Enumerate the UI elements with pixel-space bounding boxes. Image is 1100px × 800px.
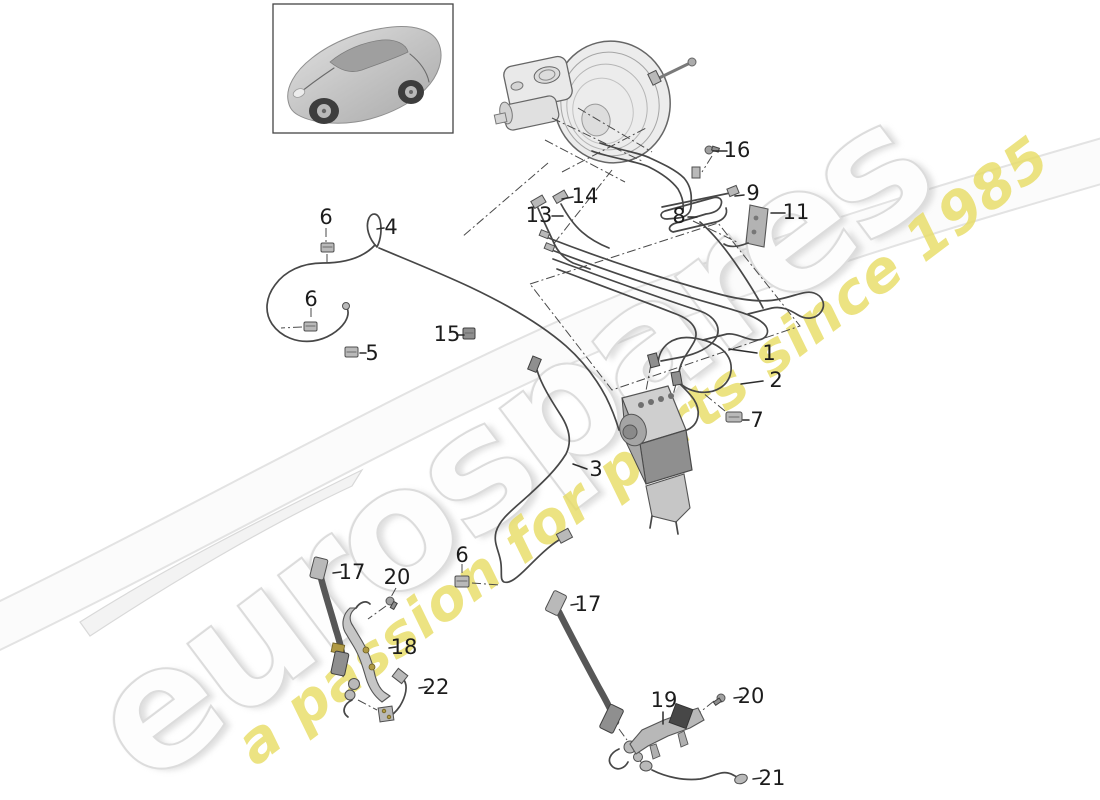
booster-push-rod xyxy=(654,61,691,82)
bracket-18 xyxy=(342,601,391,703)
line-4-long-run xyxy=(378,247,620,431)
callout-13-2[interactable]: 13 xyxy=(525,203,553,227)
clip-6b xyxy=(303,321,318,332)
bundle-line-2 xyxy=(548,248,769,341)
master-cylinder xyxy=(493,95,560,131)
callout-18-17[interactable]: 18 xyxy=(390,635,418,659)
bolt-20-right xyxy=(712,693,726,707)
booster-pipe-b xyxy=(591,150,685,211)
bolt-16 xyxy=(704,145,721,155)
clip-15 xyxy=(462,327,476,340)
callout-21-23[interactable]: 21 xyxy=(758,766,786,790)
callout-3-14[interactable]: 3 xyxy=(589,457,603,481)
pipe-14 xyxy=(560,203,610,249)
callout-1-11[interactable]: 1 xyxy=(762,341,776,365)
callout-20-22[interactable]: 20 xyxy=(737,684,765,708)
part-22-bracket xyxy=(377,667,409,723)
bracket-rubber-block xyxy=(668,702,694,730)
line-3 xyxy=(494,369,571,584)
front-right-hose-assembly xyxy=(545,590,643,770)
callout-5-9[interactable]: 5 xyxy=(365,341,379,365)
swoosh-crescent xyxy=(79,468,364,637)
bracket-11 xyxy=(723,204,769,248)
bundle-line-3 xyxy=(552,258,719,362)
bracket-19 xyxy=(629,702,705,760)
callout-16-0[interactable]: 16 xyxy=(723,138,751,162)
callout-11-5[interactable]: 11 xyxy=(782,200,810,224)
car-illustration xyxy=(287,26,442,124)
callout-6-6[interactable]: 6 xyxy=(319,205,333,229)
bundle-line-4 xyxy=(556,268,697,373)
push-rod-end xyxy=(687,57,697,67)
brake-hose-front-right xyxy=(555,608,620,726)
line-4-loop xyxy=(366,213,382,248)
hose-retainer-hook xyxy=(343,699,353,718)
pipe-13 xyxy=(537,207,591,270)
callout-22-18[interactable]: 22 xyxy=(422,675,450,699)
callout-8-4[interactable]: 8 xyxy=(672,204,686,228)
booster-pipe-a xyxy=(599,142,693,204)
clip-6a xyxy=(320,242,335,253)
callout-9-3[interactable]: 9 xyxy=(746,181,760,205)
swoosh-band xyxy=(0,139,1100,649)
callout-6-19[interactable]: 6 xyxy=(455,543,469,567)
callout-6-8[interactable]: 6 xyxy=(304,287,318,311)
front-left-hose-assembly xyxy=(309,556,360,718)
callout-17-20[interactable]: 17 xyxy=(574,592,602,616)
callout-15-10[interactable]: 15 xyxy=(433,322,461,346)
hydraulic-unit xyxy=(619,385,693,535)
callout-7-13[interactable]: 7 xyxy=(750,408,764,432)
line-1-arch xyxy=(657,336,732,394)
brake-lines xyxy=(266,142,825,781)
pipe-knot xyxy=(660,196,728,233)
callout-14-1[interactable]: 14 xyxy=(571,184,599,208)
brake-booster xyxy=(493,40,701,179)
hose-retainer-hook xyxy=(608,748,629,770)
car-headlight xyxy=(292,88,306,98)
clip-5 xyxy=(344,346,359,358)
tube-fittings xyxy=(342,184,748,785)
master-cylinder-port xyxy=(493,112,508,125)
bundle-line-1 xyxy=(545,236,825,319)
clip-6c xyxy=(454,575,470,588)
abs-mounting-console xyxy=(645,473,691,523)
knot-down-pipe xyxy=(699,221,764,309)
car-glasshouse xyxy=(329,39,409,72)
callout-20-16[interactable]: 20 xyxy=(383,565,411,589)
line-4-left-arm xyxy=(266,244,376,343)
vehicle-thumbnail xyxy=(272,3,454,134)
callout-leader-lines xyxy=(332,150,786,780)
pipe-clamp xyxy=(691,166,701,179)
callout-19-21[interactable]: 19 xyxy=(650,688,678,712)
callout-4-7[interactable]: 4 xyxy=(384,215,398,239)
line-21 xyxy=(651,769,740,781)
clip-7 xyxy=(725,411,743,423)
pipe-9 xyxy=(661,192,731,208)
callout-2-12[interactable]: 2 xyxy=(769,368,783,392)
callout-17-15[interactable]: 17 xyxy=(338,560,366,584)
bolt-20-left xyxy=(385,596,398,611)
clips-and-bolts xyxy=(303,145,743,707)
